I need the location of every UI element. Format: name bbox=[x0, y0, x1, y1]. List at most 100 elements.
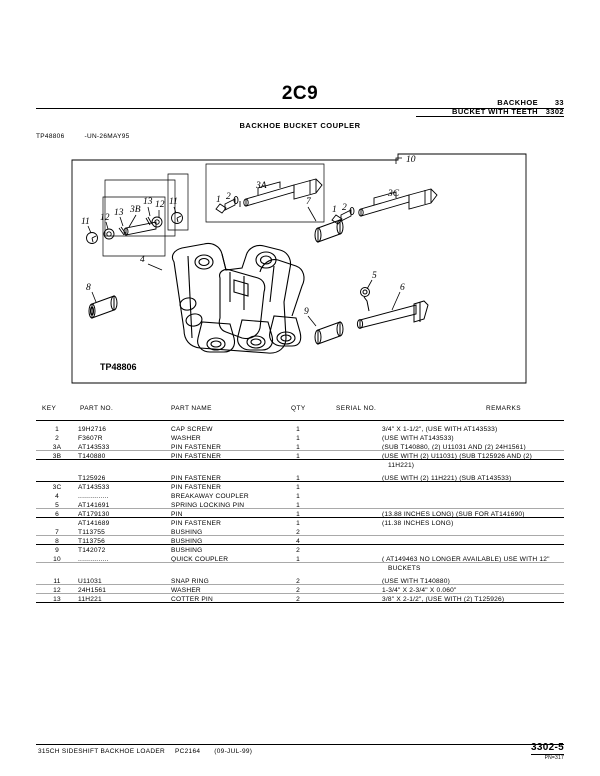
svg-text:10: 10 bbox=[406, 155, 416, 165]
footer-part-ref: PN=317 bbox=[544, 755, 564, 761]
svg-text:11: 11 bbox=[81, 217, 90, 227]
svg-text:1: 1 bbox=[216, 195, 221, 205]
table-row[interactable]: BUCKETS bbox=[36, 564, 564, 573]
cell-part-name: PIN FASTENER bbox=[171, 519, 222, 527]
column-header-part-name: PART NAME bbox=[171, 405, 212, 412]
cell-qty: 2 bbox=[296, 577, 300, 585]
cell-remarks: (SUB T140880, (2) U11031 AND (2) 24H1561… bbox=[382, 443, 526, 451]
cell-part-name: COTTER PIN bbox=[171, 595, 213, 603]
cell-key: 11 bbox=[53, 577, 61, 585]
table-row[interactable]: AT141689 PIN FASTENER 1 (11.38 INCHES LONG) bbox=[36, 519, 564, 528]
header-section-number: 33 bbox=[554, 98, 564, 107]
column-header-key: KEY bbox=[42, 405, 57, 412]
table-row-divider bbox=[36, 584, 564, 585]
svg-text:11: 11 bbox=[169, 197, 178, 207]
cell-part-name: BREAKAWAY COUPLER bbox=[171, 492, 249, 500]
cell-key: 3B bbox=[52, 452, 62, 460]
header-divider-primary bbox=[36, 108, 564, 109]
cell-remarks: (USE WITH (2) U11031) (SUB T125926 AND (… bbox=[382, 452, 532, 460]
cell-qty: 1 bbox=[296, 510, 300, 518]
cell-remarks: 1-3/4" X 2-3/4" X 0.060" bbox=[382, 586, 457, 594]
cell-key: 3A bbox=[52, 443, 62, 451]
cell-key: 9 bbox=[55, 546, 59, 554]
cell-qty: 1 bbox=[296, 452, 300, 460]
cell-part-no: 24H1561 bbox=[78, 586, 107, 594]
figure-reference-id: TP48806 bbox=[36, 133, 65, 140]
cell-part-no: T140880 bbox=[78, 452, 106, 460]
figure-reference: TP48806 -UN-26MAY95 bbox=[36, 133, 130, 140]
cell-remarks: BUCKETS bbox=[388, 564, 421, 572]
cell-part-name: WASHER bbox=[171, 586, 201, 594]
svg-text:7: 7 bbox=[306, 197, 312, 207]
cell-qty: 2 bbox=[296, 546, 300, 554]
svg-text:1: 1 bbox=[332, 205, 337, 215]
cell-part-no: AT143533 bbox=[78, 443, 110, 451]
table-row-divider bbox=[36, 450, 564, 451]
cell-key: 3C bbox=[52, 483, 62, 491]
cell-remarks: 3/8" X 2-1/2", (USE WITH (2) T125926) bbox=[382, 595, 505, 603]
footer-divider bbox=[36, 744, 564, 745]
cell-key: 6 bbox=[55, 510, 59, 518]
table-row[interactable]: 10............... QUICK COUPLER 1 ( AT14946… bbox=[36, 555, 564, 564]
footer-page-underline bbox=[531, 754, 564, 755]
header-subsection-label: BUCKET WITH TEETH bbox=[452, 107, 538, 116]
table-row[interactable]: 3B T140880 PIN FASTENER 1 (USE WITH (2) U110… bbox=[36, 452, 564, 461]
cell-part-no: T125926 bbox=[78, 474, 106, 482]
cell-part-name: PIN FASTENER bbox=[171, 452, 222, 460]
column-header-remarks: REMARKS bbox=[486, 405, 521, 412]
table-row-divider bbox=[36, 535, 564, 536]
cell-part-name: PIN FASTENER bbox=[171, 474, 222, 482]
cell-part-name: QUICK COUPLER bbox=[171, 555, 229, 563]
cell-qty: 1 bbox=[296, 555, 300, 563]
cell-part-no: T113756 bbox=[78, 537, 105, 545]
footer-page-number: 3302-5 bbox=[531, 742, 564, 753]
cell-part-no: AT141691 bbox=[78, 501, 110, 509]
cell-part-name: PIN FASTENER bbox=[171, 483, 222, 491]
figure-reference-date: -UN-26MAY95 bbox=[84, 133, 130, 140]
cell-part-name: BUSHING bbox=[171, 537, 203, 545]
parts-table: KEY PART NO. PART NAME QTY SERIAL NO. RE… bbox=[36, 400, 564, 611]
cell-part-name: BUSHING bbox=[171, 528, 203, 536]
svg-text:8: 8 bbox=[86, 283, 91, 293]
table-top-divider bbox=[36, 420, 564, 421]
cell-qty: 1 bbox=[296, 492, 300, 500]
cell-qty: 1 bbox=[296, 434, 300, 442]
cell-remarks: ( AT149463 NO LONGER AVAILABLE) USE WITH… bbox=[382, 555, 550, 563]
table-row[interactable]: 11H221) bbox=[36, 461, 564, 470]
cell-part-no: AT141689 bbox=[78, 519, 110, 527]
cell-part-no: 19H2716 bbox=[78, 425, 107, 433]
cell-remarks: (USE WITH (2) 11H221) (SUB AT143533) bbox=[382, 474, 512, 482]
cell-key: 1 bbox=[55, 425, 59, 433]
cell-key: 10 bbox=[53, 555, 61, 563]
cell-qty: 1 bbox=[296, 519, 300, 527]
cell-part-no: ............... bbox=[78, 492, 109, 500]
cell-key: 13 bbox=[53, 595, 61, 603]
cell-part-name: WASHER bbox=[171, 434, 201, 442]
cell-qty: 1 bbox=[296, 483, 300, 491]
table-row-divider bbox=[36, 562, 564, 563]
cell-qty: 1 bbox=[296, 501, 300, 509]
cell-remarks: (11.38 INCHES LONG) bbox=[382, 519, 454, 527]
table-row-divider bbox=[36, 481, 564, 482]
svg-text:3B: 3B bbox=[129, 205, 141, 215]
cell-key: 7 bbox=[55, 528, 59, 536]
svg-text:13: 13 bbox=[114, 208, 124, 218]
cell-part-no: ............... bbox=[78, 555, 109, 563]
cell-part-name: CAP SCREW bbox=[171, 425, 213, 433]
